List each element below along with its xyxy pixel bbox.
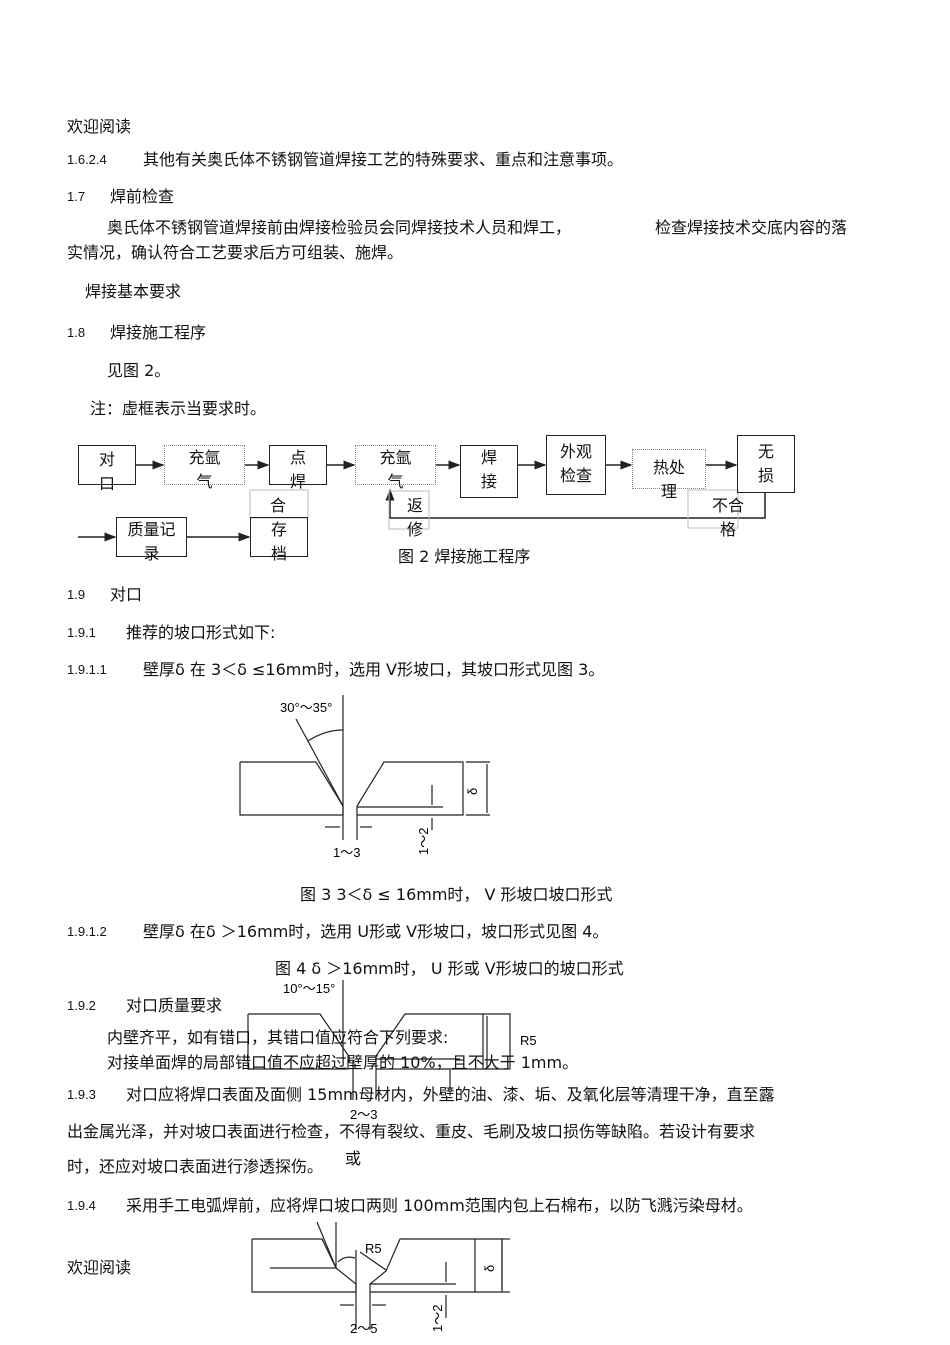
- step-visual-inspection: 外观检查: [546, 435, 606, 495]
- fig5-thickness: δ: [482, 1265, 497, 1272]
- step-argon-2: 充氩气: [355, 445, 436, 491]
- step-argon-1: 充氩气: [164, 445, 245, 491]
- section-title: 对口: [110, 585, 143, 604]
- section-number: 1.9.2: [67, 998, 96, 1013]
- footer-welcome: 欢迎阅读: [67, 1258, 132, 1277]
- paragraph: 壁厚δ 在δ ＞16mm时，选用 U形或 V形坡口，坡口形式见图 4。: [143, 922, 609, 941]
- paragraph: 采用手工电弧焊前，应将焊口坡口两则 100mm范围内包上石棉布，以防飞溅污染母材…: [126, 1196, 753, 1215]
- paragraph: 见图 2。: [107, 361, 171, 380]
- fig4-gap: 2～3: [350, 1107, 377, 1122]
- step-archive: 存档: [250, 517, 308, 563]
- section-number: 1.9: [67, 587, 86, 602]
- section-number: 1.9.1: [67, 625, 96, 640]
- section-number: 1.9.1.1: [67, 662, 107, 677]
- header-welcome: 欢迎阅读: [67, 117, 132, 136]
- step-weld: 焊接: [460, 445, 518, 498]
- paragraph: 内壁齐平，如有错口，其错口值应符合下列要求:: [107, 1028, 449, 1047]
- paragraph: 奥氏体不锈钢管道焊接前由焊接检验员会同焊接技术人员和焊工，: [107, 218, 572, 237]
- paragraph: 检查焊接技术交底内容的落: [655, 218, 848, 237]
- flowchart-caption: 图 2 焊接施工程序: [398, 547, 531, 566]
- fig4-radius: R5: [520, 1033, 537, 1048]
- label-fail: 不合格: [711, 496, 744, 539]
- step-duikou: 对口: [78, 445, 136, 493]
- section-number: 1.9.3: [67, 1087, 96, 1102]
- step-quality-record: 质量记录: [116, 517, 187, 563]
- step-label: 点焊: [289, 448, 306, 491]
- fig3-angle: 30°～35°: [280, 700, 332, 715]
- paragraph: 出金属光泽，并对坡口表面进行检查，不得有裂纹、重皮、毛刷及坡口损伤等缺陷。若设计…: [67, 1122, 756, 1141]
- section-title: 焊前检查: [110, 187, 175, 206]
- paragraph: 对接单面焊的局部错口值不应超过壁厚的 10%，且不大于 1mm。: [107, 1053, 579, 1072]
- step-label: 热处理: [652, 458, 685, 501]
- heading: 焊接基本要求: [85, 282, 182, 301]
- fig5-gap: 2～5: [350, 1321, 377, 1336]
- or-label: 或: [345, 1149, 362, 1168]
- paragraph: 对口应将焊口表面及面侧 15mm母材内，外壁的油、漆、垢、及氧化层等清理干净，直…: [126, 1085, 775, 1104]
- paragraph: 推荐的坡口形式如下:: [126, 623, 276, 642]
- paragraph: 壁厚δ 在 3＜δ ≤16mm时，选用 V形坡口，其坡口形式见图 3。: [143, 660, 605, 679]
- step-label: 外观检查: [559, 442, 592, 485]
- fig3-root: 1～2: [416, 828, 431, 855]
- paragraph: 时，还应对坡口表面进行渗透探伤。: [67, 1157, 324, 1176]
- fig5-root: 1～2: [430, 1305, 445, 1332]
- fig4-angle: 10°～15°: [283, 981, 335, 996]
- paragraph: 实情况，确认符合工艺要求后方可组装、施焊。: [67, 243, 404, 262]
- label-rework: 返修: [406, 496, 423, 539]
- section-title: 对口质量要求: [126, 996, 223, 1015]
- step-label: 对口: [98, 450, 115, 493]
- section-number: 1.9.4: [67, 1198, 96, 1213]
- fig3-thickness: δ: [465, 788, 480, 795]
- section-number: 1.6.2.4: [67, 152, 107, 167]
- section-number: 1.9.1.2: [67, 924, 107, 939]
- fig3-gap: 1～3: [333, 845, 360, 860]
- step-tack-weld: 点焊: [269, 445, 327, 491]
- paragraph: 其他有关奥氏体不锈钢管道焊接工艺的特殊要求、重点和注意事项。: [143, 150, 624, 169]
- step-label: 充氩气: [379, 448, 412, 491]
- section-number: 1.8: [67, 325, 86, 340]
- step-label: 焊接: [480, 448, 497, 491]
- step-label: 质量记录: [127, 520, 176, 563]
- section-title: 焊接施工程序: [110, 323, 207, 342]
- step-label: 无损: [757, 442, 774, 485]
- note: 注：虚框表示当要求时。: [90, 399, 267, 418]
- section-number: 1.7: [67, 189, 86, 204]
- step-heat-treatment: 热处理: [632, 449, 706, 501]
- figure-caption: 图 3 3＜δ ≤ 16mm时， V 形坡口坡口形式: [300, 885, 613, 904]
- fig5-radius: R5: [365, 1241, 382, 1256]
- figure-caption: 图 4 δ ＞16mm时， U 形或 V形坡口的坡口形式: [275, 959, 624, 978]
- step-label: 充氩气: [188, 448, 221, 491]
- step-label: 存档: [270, 520, 287, 563]
- step-ndt: 无损: [737, 435, 795, 493]
- label-he: 合: [269, 496, 286, 515]
